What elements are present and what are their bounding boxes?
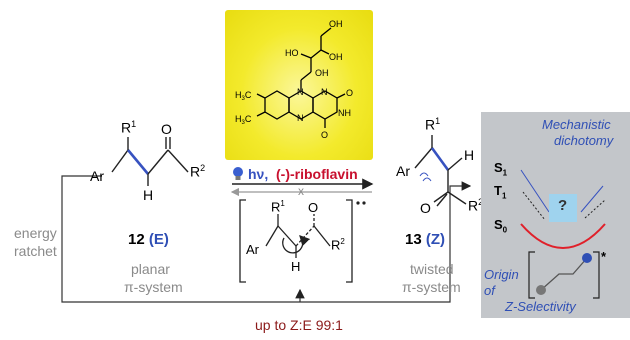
intermediate-r2: R2 [331,237,345,253]
intermediate-o: O [308,200,319,215]
origin-label-3: Z-Selectivity [505,299,576,314]
intermediate-r1: R1 [271,199,285,215]
compound-13-ar: Ar [396,163,410,179]
compound-12-bonds [111,137,189,186]
energy-ratchet-line [61,175,300,303]
compound-13-desc-1: twisted [410,261,454,277]
riboflavin-structure: H3C H3C N N N NH O O OH OH HO OH [235,19,353,140]
mechanism-question-box [549,194,577,222]
ring-label-o2: O [321,130,328,140]
ring-label-me-bot: H3C [235,114,252,126]
compound-13-r1: R1 [425,116,441,133]
compound-13-h: H [464,147,475,163]
ring-label-oh2: OH [329,52,343,62]
mechanism-diagram [520,169,606,299]
catalyst-name: (-)-riboflavin [276,166,358,182]
compound-12-desc-2: π-system [124,279,183,295]
compound-13-bonds [414,135,467,207]
compound-13-r2: R2 [468,197,483,214]
compound-13-number: 13 (Z) [405,231,446,248]
return-arrow-line [300,181,472,303]
compound-13-o: O [420,200,431,216]
ring-label-o1: O [346,88,353,98]
reverse-arrow-mark: x [298,184,304,198]
state-s1: S1 [494,160,508,178]
selectivity-label: up to Z:E 99:1 [255,317,343,333]
compound-12-h: H [143,187,154,203]
ring-label-nh: NH [338,108,351,118]
ring-label-n1: N [297,87,304,97]
compound-12-o: O [161,121,172,137]
intermediate-h: H [291,259,301,274]
compound-12-r1: R1 [121,119,137,136]
energy-label-1: energy [14,225,57,241]
intermediate-ar: Ar [246,242,259,257]
compound-12-desc-1: planar [131,261,170,277]
mechanism-question: ? [558,197,568,214]
hv-label: hν, [248,166,269,182]
ring-label-oh1: OH [329,19,343,29]
ring-label-oh4: OH [315,68,329,78]
riboflavin-panel [225,10,373,160]
compound-12-ar: Ar [90,168,104,184]
compound-12-number: 12 (E) [128,231,169,248]
light-bulb-icon [233,167,243,180]
compound-12-r2: R2 [190,163,206,180]
ring-label-oh3: HO [285,48,299,58]
compound-13-desc-2: π-system [402,279,461,295]
origin-label-1: Origin [484,267,519,282]
ring-label-n2: N [297,113,304,123]
state-t1: T1 [494,183,507,201]
origin-label-2: of [484,283,495,298]
ring-label-me-top: H3C [235,90,252,102]
energy-label-2: ratchet [14,243,57,259]
intermediate-brackets [239,199,353,283]
excited-star: * [601,249,607,264]
mechanism-title-1: Mechanistic [542,117,611,132]
ring-label-n3: N [321,87,328,97]
state-s0: S0 [494,217,508,235]
mechanism-title-2: dichotomy [554,133,614,148]
